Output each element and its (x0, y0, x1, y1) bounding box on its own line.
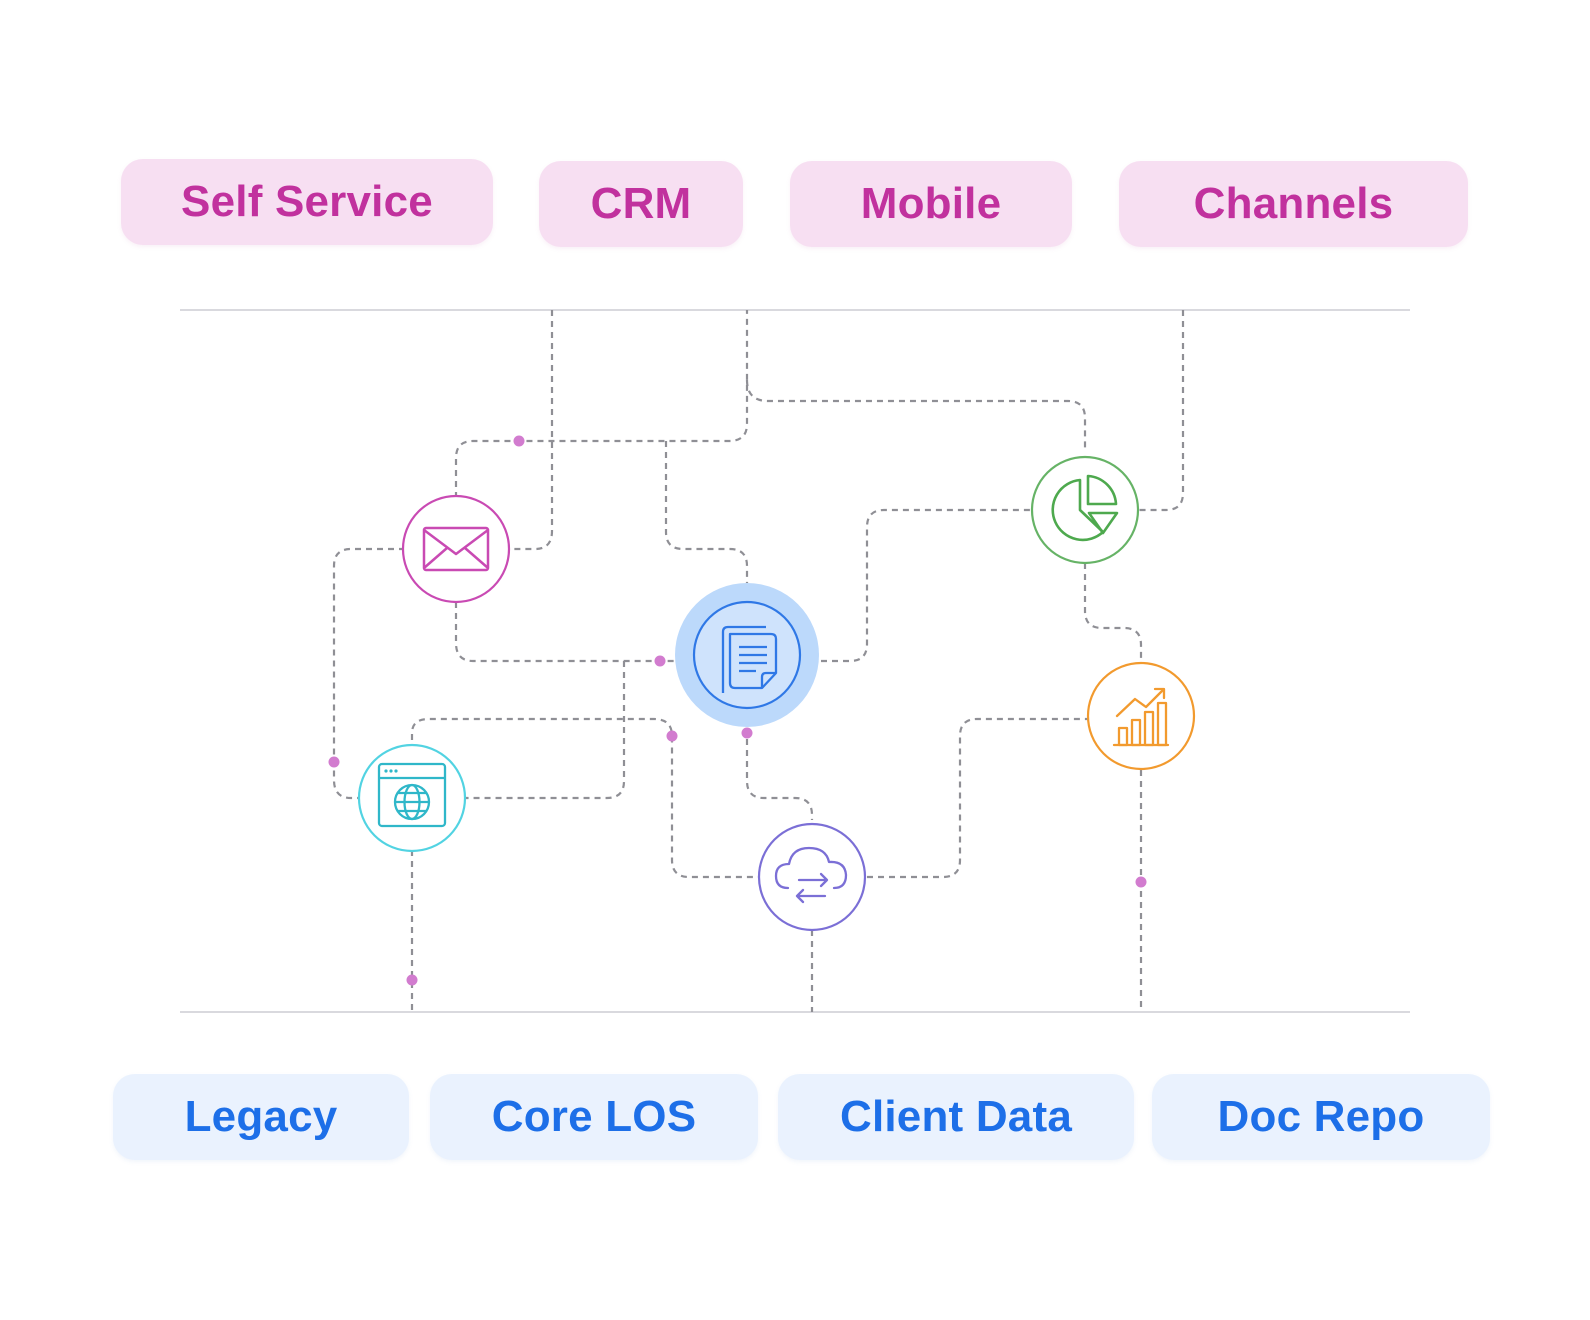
junction-dot (666, 730, 678, 742)
junction-dot (328, 756, 340, 768)
top-pill-mobile: Mobile (790, 161, 1072, 247)
junction-dots (328, 435, 1147, 986)
cloud-node (757, 822, 867, 932)
bottom-pill-core-los: Core LOS (430, 1074, 758, 1160)
bottom-pill-legacy: Legacy (113, 1074, 409, 1160)
pie-chart-icon (1051, 474, 1119, 542)
growth-node (1086, 661, 1196, 771)
email-node (401, 494, 511, 604)
junction-dot (406, 974, 418, 986)
junction-dot (1135, 876, 1147, 888)
cloud-sync-icon (774, 846, 848, 904)
envelope-icon (422, 526, 490, 572)
bottom-pill-doc-repo: Doc Repo (1152, 1074, 1490, 1160)
top-pill-self-service: Self Service (121, 159, 493, 245)
document-node (675, 583, 819, 727)
top-pill-channels: Channels (1119, 161, 1468, 247)
top-pill-crm: CRM (539, 161, 743, 247)
browser-globe-icon (377, 762, 447, 828)
browser-dots (384, 769, 398, 773)
pie-node (1030, 455, 1140, 565)
bottom-pill-client-data: Client Data (778, 1074, 1134, 1160)
junction-dot (654, 655, 666, 667)
bar-chart-growth-icon (1112, 687, 1170, 747)
junction-dot (741, 727, 753, 739)
web-node (357, 743, 467, 853)
document-stack-icon (721, 625, 778, 693)
junction-dot (513, 435, 525, 447)
